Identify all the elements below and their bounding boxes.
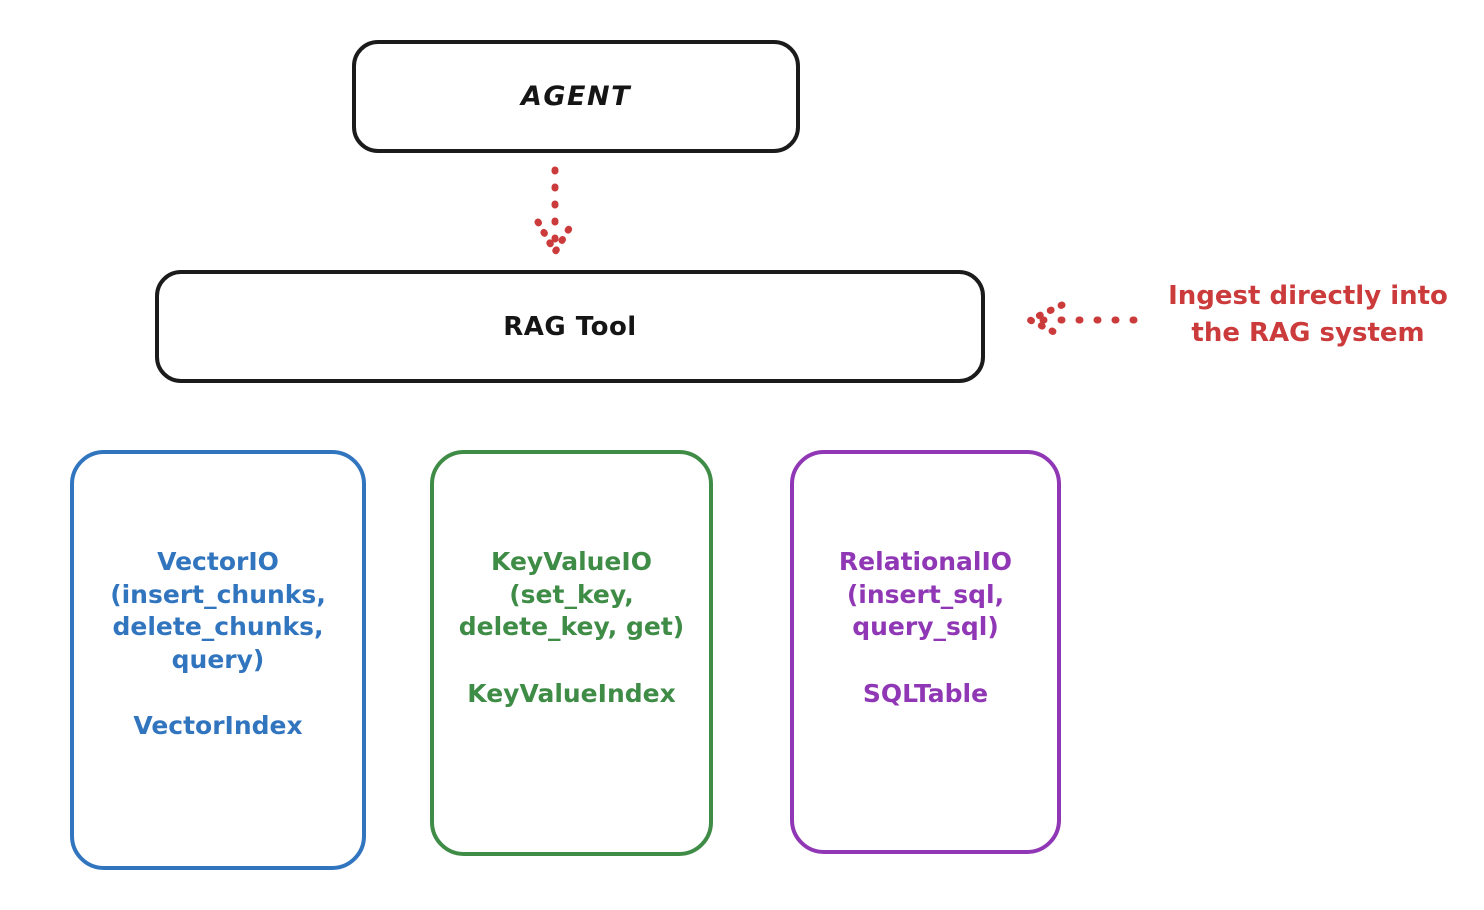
relational-io-node[interactable]: RelationalIO (insert_sql, query_sql) SQL… [790,450,1061,854]
vector-io-methods-label: VectorIO (insert_chunks, delete_chunks, … [110,547,326,674]
ingest-annotation-text: Ingest directly into the RAG system [1168,281,1448,348]
rag-tool-node-label: RAG Tool [503,311,637,342]
vector-index-label: VectorIndex [133,711,303,740]
agent-node[interactable]: AGENT [352,40,800,153]
rag-tool-node[interactable]: RAG Tool [155,270,985,383]
vector-io-node[interactable]: VectorIO (insert_chunks, delete_chunks, … [70,450,366,870]
agent-node-label: AGENT [520,81,631,112]
annotation-to-rag-arrow-icon [1026,301,1138,340]
keyvalue-io-node[interactable]: KeyValueIO (set_key, delete_key, get) Ke… [430,450,713,856]
relational-io-methods-label: RelationalIO (insert_sql, query_sql) [838,547,1013,641]
agent-to-rag-arrow-icon [534,166,577,257]
sql-table-label: SQLTable [862,678,989,708]
keyvalue-io-methods-label: KeyValueIO (set_key, delete_key, get) [458,547,685,641]
keyvalue-index-label: KeyValueIndex [467,678,676,708]
